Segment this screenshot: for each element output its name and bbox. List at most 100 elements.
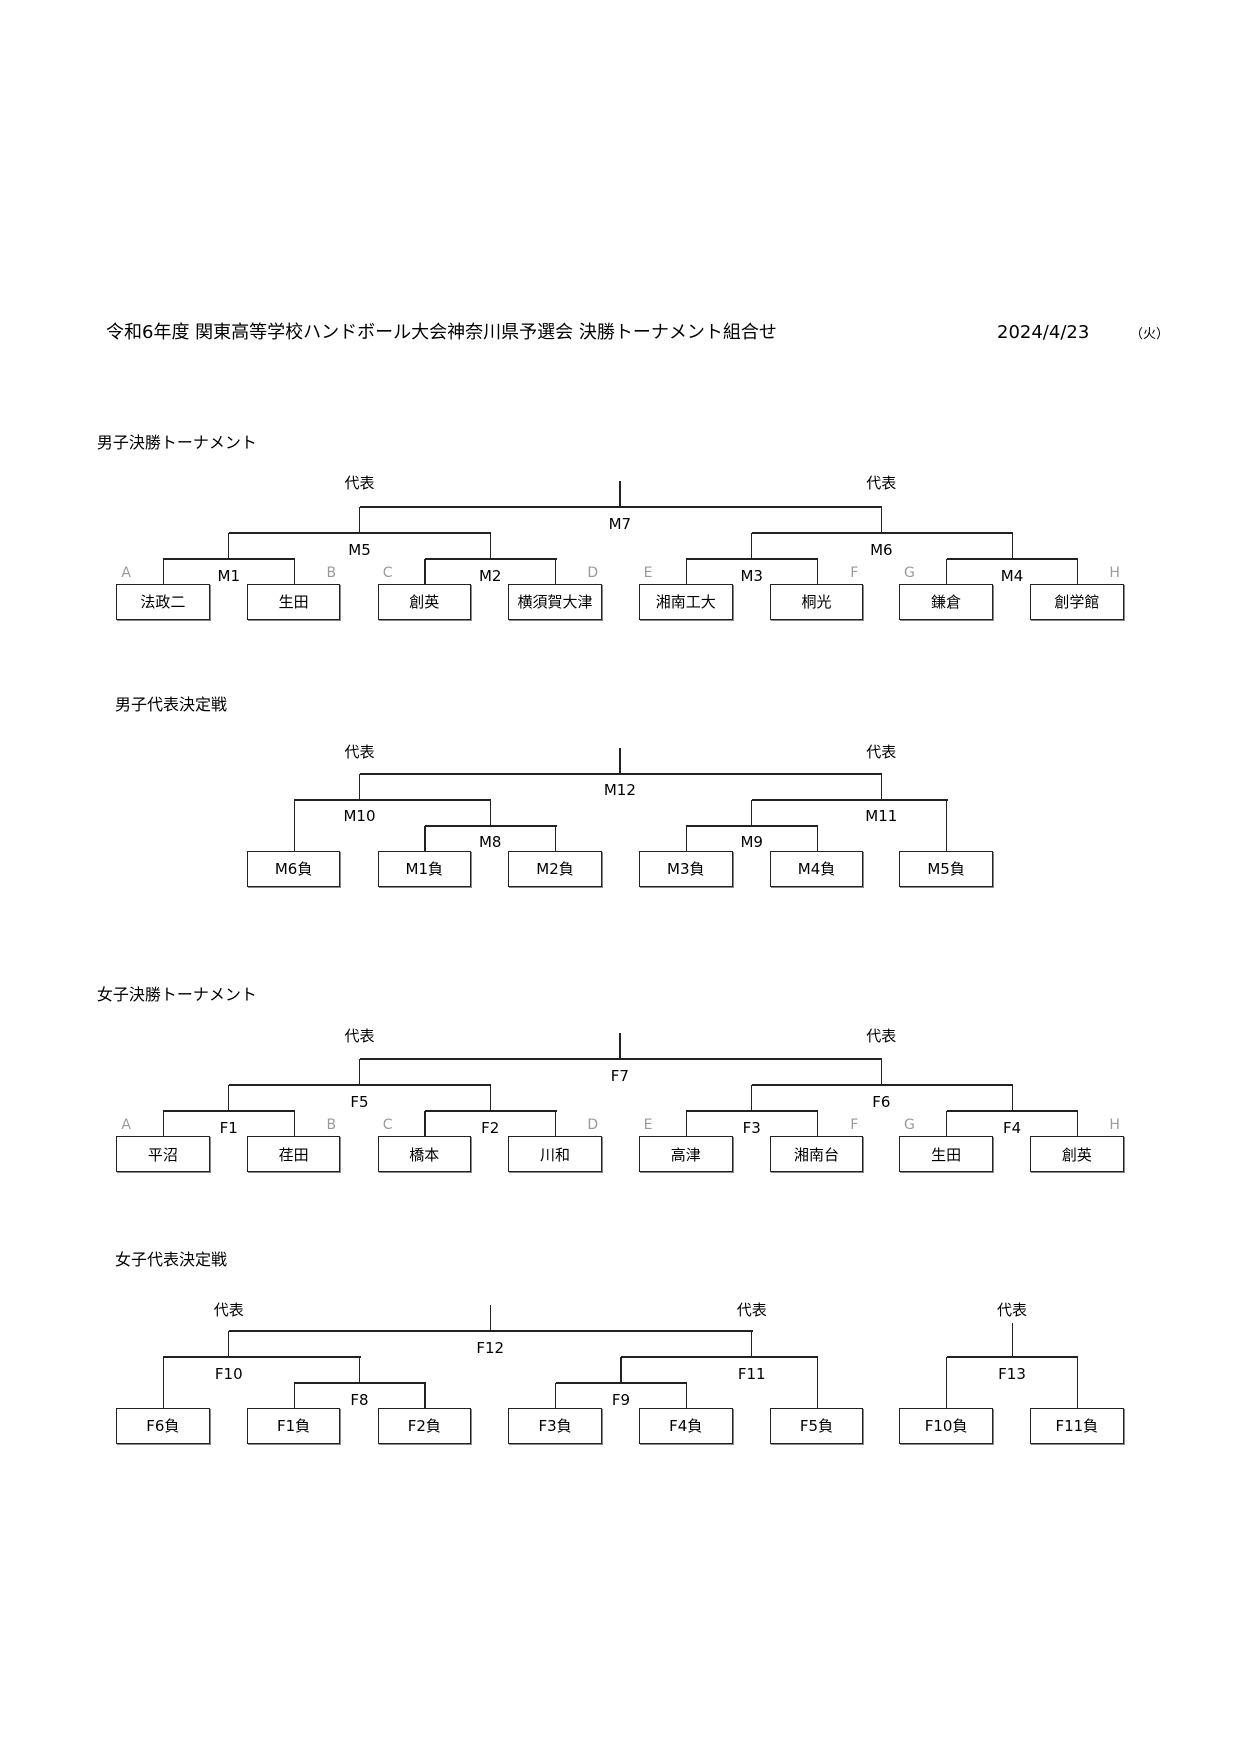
representative-label: 代表 [866, 742, 897, 761]
bracket-line [880, 774, 882, 801]
bracket-line [424, 826, 426, 851]
bracket-line [359, 506, 883, 509]
bracket-line [751, 533, 753, 559]
team-box: 法政二 [116, 583, 210, 620]
bracket-line [816, 558, 818, 584]
bracket-line [162, 1111, 165, 1136]
bracket-line [685, 826, 688, 851]
bracket-line [751, 1084, 1014, 1087]
team-box: 湘南台 [769, 1136, 864, 1173]
bracket-line [555, 558, 557, 584]
match-label: M11 [865, 806, 898, 825]
team-box: F1負 [246, 1407, 341, 1444]
bracket-line [555, 1382, 557, 1408]
slot-letter: C [382, 1116, 393, 1133]
match-label: F2 [481, 1119, 500, 1138]
bracket-line [359, 1058, 883, 1061]
bracket-line [619, 1033, 621, 1060]
bracket-line [424, 825, 557, 828]
bracket-line [293, 800, 295, 851]
team-box: F11負 [1030, 1407, 1124, 1444]
representative-label: 代表 [866, 474, 897, 493]
match-label: F3 [742, 1119, 761, 1138]
slot-letter: F [850, 564, 859, 581]
section-heading: 女子決勝トーナメント [96, 985, 257, 1005]
bracket-line [946, 1356, 948, 1408]
bracket-line [685, 1111, 688, 1136]
match-label: M5 [348, 540, 371, 559]
bracket-line [751, 799, 948, 802]
slot-letter: H [1109, 1116, 1120, 1133]
team-box: 高津 [639, 1136, 733, 1173]
team-box: 創学館 [1030, 583, 1124, 620]
slot-letter: B [326, 1116, 337, 1133]
bracket-line [489, 533, 491, 559]
bracket-line [946, 1355, 1079, 1358]
bracket-line [359, 1356, 361, 1383]
document-title: 令和6年度 関東高等学校ハンドボール大会神奈川県予選会 決勝トーナメント組合せ [106, 322, 777, 343]
team-box: F5負 [769, 1407, 864, 1444]
bracket-line [620, 1355, 819, 1358]
match-label: M1 [217, 566, 241, 585]
team-box: M5負 [899, 850, 993, 887]
bracket-line [293, 1111, 295, 1136]
bracket-line [685, 558, 688, 584]
bracket-line [685, 1382, 688, 1408]
bracket-line [946, 1110, 1079, 1113]
slot-letter: A [121, 564, 132, 581]
bracket-line [294, 799, 492, 802]
bracket-line [816, 1111, 818, 1136]
slot-letter: G [904, 564, 915, 581]
representative-label: 代表 [997, 1300, 1028, 1319]
bracket-line [489, 1305, 491, 1331]
bracket-line [751, 532, 1014, 535]
team-box: 桐光 [769, 583, 864, 620]
bracket-line [489, 800, 491, 827]
slot-letter: D [587, 1116, 599, 1133]
bracket-line [1011, 1085, 1013, 1112]
match-label: M3 [740, 566, 763, 585]
team-box: 鎌倉 [899, 583, 993, 620]
bracket-line [946, 800, 948, 851]
bracket-line [751, 1330, 753, 1357]
section-heading: 男子代表決定戦 [114, 695, 227, 715]
section-heading: 女子代表決定戦 [114, 1249, 227, 1269]
match-label: F11 [737, 1364, 766, 1383]
team-box: M4負 [769, 850, 864, 887]
team-box: 生田 [899, 1136, 993, 1173]
team-box: F3負 [508, 1407, 602, 1444]
team-box: F6負 [116, 1407, 210, 1444]
team-box: 横須賀大津 [508, 583, 602, 620]
match-label: M10 [343, 806, 376, 825]
slot-letter: E [643, 1116, 653, 1133]
bracket-line [1076, 1356, 1079, 1408]
bracket-line [424, 1382, 426, 1408]
team-box: M2負 [508, 850, 602, 887]
match-label: M8 [478, 832, 502, 851]
match-label: M2 [478, 566, 502, 585]
slot-letter: E [643, 564, 653, 581]
bracket-line [619, 748, 621, 775]
slot-letter: C [382, 564, 393, 581]
match-label: F12 [476, 1338, 505, 1357]
bracket-line [424, 1111, 426, 1136]
bracket-line [228, 1085, 230, 1112]
match-label: F10 [214, 1364, 243, 1383]
slot-letter: D [587, 564, 599, 581]
bracket-line [1011, 1323, 1013, 1357]
bracket-line [880, 507, 882, 534]
representative-label: 代表 [866, 1026, 897, 1045]
bracket-line [163, 1110, 296, 1113]
slot-letter: B [326, 564, 337, 581]
match-label: F5 [350, 1093, 369, 1112]
team-box: F2負 [377, 1407, 472, 1444]
match-label: M12 [603, 781, 636, 800]
bracket-line [228, 533, 230, 559]
bracket-line [1011, 533, 1013, 559]
match-label: F7 [610, 1067, 629, 1086]
team-box: 創英 [377, 583, 472, 620]
bracket-line [1076, 558, 1079, 584]
bracket-line [1076, 1111, 1079, 1136]
team-box: 生田 [246, 583, 341, 620]
bracket-line [686, 1110, 819, 1113]
